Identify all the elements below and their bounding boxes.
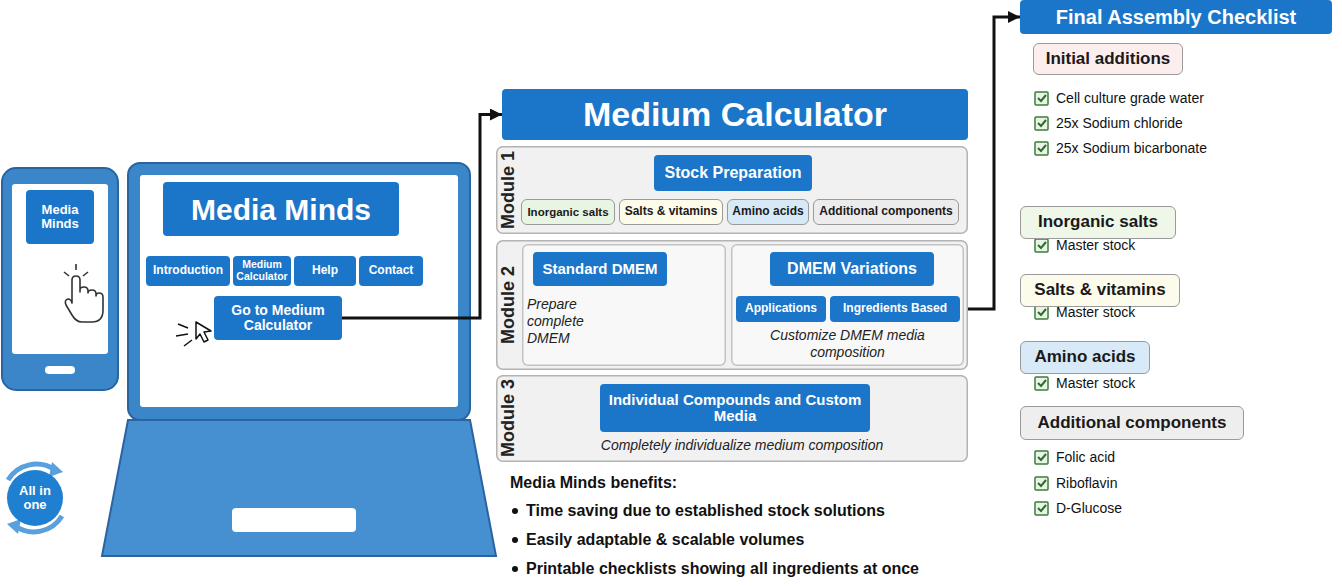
stock-chip: Salts & vitamins xyxy=(619,199,723,225)
description-text: Completely individualize medium composit… xyxy=(522,437,962,454)
laptop-touchpad xyxy=(232,508,356,532)
phone-button xyxy=(45,366,75,374)
box-label: Initial additions xyxy=(1046,50,1171,69)
nav-button: Contact xyxy=(359,256,423,286)
stock-chip: Additional components xyxy=(813,199,959,225)
benefit-item: Time saving due to established stock sol… xyxy=(526,502,885,520)
nav-button: Introduction xyxy=(146,256,230,286)
checklist-item: Master stock xyxy=(1056,375,1135,391)
box-label: All in one xyxy=(11,484,59,513)
option-button: Ingredients Based xyxy=(830,296,960,322)
box-label: Amino acids xyxy=(1034,348,1135,367)
box-label: Additional components xyxy=(819,205,952,218)
sub-panel: Customize DMEM media composition DMEM Var… xyxy=(731,244,964,366)
category-chip: Inorganic salts xyxy=(1020,206,1176,239)
box-label: Final Assembly Checklist xyxy=(1056,6,1296,28)
box-label: Help xyxy=(312,264,338,277)
module-label: Module 3 xyxy=(497,368,519,468)
box-label: Inorganic salts xyxy=(527,206,608,219)
box-label: Media Minds xyxy=(30,203,90,232)
header-box: Medium Calculator xyxy=(502,89,968,140)
section-box: Standard DMEM xyxy=(533,252,667,286)
header-box: Final Assembly Checklist xyxy=(1020,0,1332,34)
box-label: Standard DMEM xyxy=(542,261,657,278)
badge-circle: All in one xyxy=(7,470,63,526)
module-panel: Module 1Stock PreparationInorganic salts… xyxy=(496,146,968,234)
box-label: Stock Preparation xyxy=(665,164,802,182)
phone-screen xyxy=(12,184,108,354)
section-box: Individual Compounds and Custom Media xyxy=(600,384,870,432)
box-label: Additional components xyxy=(1038,414,1227,433)
laptop-screen-frame xyxy=(128,163,470,420)
checklist-item: Riboflavin xyxy=(1056,475,1117,491)
stock-chip: Amino acids xyxy=(727,199,809,225)
box-label: DMEM Variations xyxy=(787,260,917,278)
module-panel: Module 2 Prepare complete DMEM Standard DM… xyxy=(496,240,968,370)
hand-icon xyxy=(64,264,103,322)
box-label: Inorganic salts xyxy=(1038,213,1158,232)
box-label: Applications xyxy=(745,302,817,315)
checklist-item: 25x Sodium bicarbonate xyxy=(1056,140,1207,156)
bullet-dot xyxy=(512,508,518,514)
action-button: Go to Medium Calculator xyxy=(214,296,342,340)
sub-panel: Prepare complete DMEM Standard DMEM xyxy=(522,244,726,366)
checklist-item: D-Glucose xyxy=(1056,500,1122,516)
laptop-base xyxy=(102,420,496,556)
checklist-item: Cell culture grade water xyxy=(1056,90,1204,106)
box-label: Contact xyxy=(369,264,414,277)
app-title-box: Media Minds xyxy=(163,182,399,236)
box-label: Salts & vitamins xyxy=(625,205,718,218)
laptop-screen xyxy=(140,175,458,407)
box-label: Amino acids xyxy=(732,205,803,218)
box-label: Medium Calculator xyxy=(236,259,287,282)
benefit-item: Printable checklists showing all ingredi… xyxy=(526,560,919,578)
box-label: Salts & vitamins xyxy=(1034,281,1165,300)
section-box: Stock Preparation xyxy=(654,155,812,191)
checklist-item: 25x Sodium chloride xyxy=(1056,115,1183,131)
benefit-item: Easily adaptable & scalable volumes xyxy=(526,531,804,549)
app-tile: Media Minds xyxy=(26,190,94,244)
box-label: Ingredients Based xyxy=(843,302,947,315)
category-chip: Amino acids xyxy=(1020,341,1150,374)
module-label: Module 1 xyxy=(497,140,519,240)
description-text: Customize DMEM media composition xyxy=(735,327,960,361)
bullet-dot xyxy=(512,537,518,543)
category-chip: Additional components xyxy=(1020,406,1244,440)
category-chip: Initial additions xyxy=(1033,43,1183,75)
box-label: Individual Compounds and Custom Media xyxy=(604,392,866,425)
connector-arrow xyxy=(960,17,1020,309)
section-box: DMEM Variations xyxy=(770,252,934,286)
checklist-item: Master stock xyxy=(1056,304,1135,320)
option-button: Applications xyxy=(736,296,826,322)
nav-button: Help xyxy=(294,256,356,286)
box-label: Go to Medium Calculator xyxy=(218,303,338,334)
category-chip: Salts & vitamins xyxy=(1020,274,1180,307)
module-label: Module 2 xyxy=(497,255,519,355)
module-panel: Module 3Completely individualize medium … xyxy=(496,375,968,462)
bullet-dot xyxy=(512,566,518,572)
stock-chip: Inorganic salts xyxy=(521,199,615,225)
cursor-icon xyxy=(176,322,211,346)
box-label: Media Minds xyxy=(191,193,371,226)
benefits-heading: Media Minds benefits: xyxy=(510,474,677,492)
phone-body xyxy=(2,168,118,390)
box-label: Medium Calculator xyxy=(583,96,887,133)
description-text: Prepare complete DMEM xyxy=(527,296,611,346)
box-label: Introduction xyxy=(153,264,223,277)
checklist-item: Master stock xyxy=(1056,237,1135,253)
checklist-item: Folic acid xyxy=(1056,449,1115,465)
nav-button: Medium Calculator xyxy=(233,256,291,286)
